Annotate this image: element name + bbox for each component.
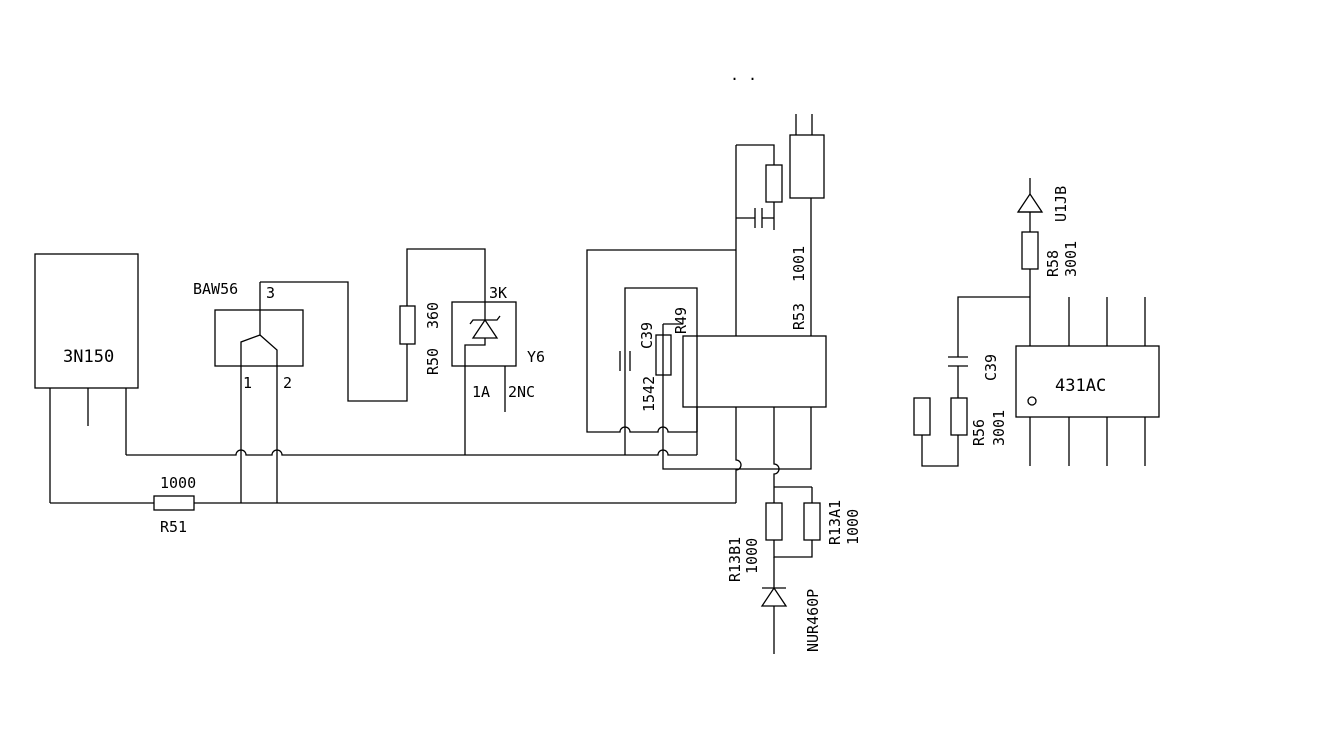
baw56-lead-left	[240, 334, 261, 503]
resistor-r56	[950, 397, 968, 436]
u1jb-label: U1JB	[1052, 186, 1070, 222]
wire-top-loop	[736, 144, 775, 165]
resistor-r13a1	[803, 502, 821, 541]
main-ic-body	[682, 335, 827, 408]
wire-r50-to-y6	[406, 248, 486, 306]
c39-right-label: C39	[982, 354, 1000, 381]
resistor-r51	[153, 495, 195, 511]
ic-3n150-body	[34, 253, 139, 389]
wire-r56-bottom	[921, 435, 959, 467]
resistor-top-small	[765, 164, 783, 203]
baw56-label: BAW56	[193, 280, 238, 298]
r50-name-label: R50	[424, 348, 442, 375]
wire-middle-bus	[126, 449, 697, 456]
r13a1-name-label: R13A1	[826, 500, 844, 545]
r53-value-label: 1001	[790, 246, 808, 282]
value-1542-label: 1542	[640, 376, 658, 412]
u1jb-diode-symbol	[1016, 192, 1044, 213]
r53-name-label: R53	[790, 303, 808, 330]
y6-pin1-label: 1A	[472, 383, 490, 401]
r51-name-label: R51	[160, 518, 187, 536]
resistor-r53	[789, 134, 825, 199]
baw56-pin1-label: 1	[243, 374, 252, 392]
ic-bottom-pin-3	[773, 407, 780, 487]
baw56-body	[214, 309, 304, 367]
baw56-pin3-label: 3	[266, 284, 275, 302]
y6-pin2-label: 2NC	[508, 383, 535, 401]
y6-diode-bar	[469, 315, 501, 325]
ic-431ac-label: 431AC	[1055, 376, 1106, 396]
resistor-r49	[655, 334, 672, 376]
y6-body	[451, 301, 517, 367]
ic-bottom-pin-4	[662, 407, 812, 470]
resistor-r56-companion	[913, 397, 931, 436]
r51-value-label: 1000	[160, 474, 196, 492]
c39-left-label: C39	[638, 322, 656, 349]
r50-value-label: 360	[424, 302, 442, 329]
ic-bottom-pin-2	[735, 407, 742, 503]
nur460p-diode-symbol	[760, 586, 788, 607]
wire-outer-loop	[586, 249, 736, 433]
y6-diode-symbol	[471, 318, 499, 339]
r58-value-label: 3001	[1062, 241, 1080, 277]
resistor-r13b1	[765, 502, 783, 541]
r56-value-label: 3001	[990, 410, 1008, 446]
r56-name-label: R56	[970, 419, 988, 446]
wire-c39-r49-loop	[624, 287, 698, 455]
wire-r13-bottom	[773, 540, 813, 558]
baw56-pin2-label: 2	[283, 374, 292, 392]
r58-name-label: R58	[1044, 250, 1062, 277]
r49-label: R49	[672, 307, 690, 334]
resistor-r50	[399, 305, 416, 345]
r13b1-value-label: 1000	[743, 538, 761, 574]
r13b1-name-label: R13B1	[726, 537, 744, 582]
wire-baw56-to-r50	[260, 281, 408, 402]
y6-lead-bottom	[464, 338, 486, 455]
ic-3n150-label: 3N150	[63, 347, 114, 367]
baw56-lead-right	[259, 334, 278, 503]
r13a1-value-label: 1000	[844, 509, 862, 545]
y6-name-label: Y6	[527, 348, 545, 366]
y6-pin3-label: 3K	[489, 284, 507, 302]
ic-431ac-pin1-marker	[1027, 396, 1037, 406]
nur460p-label: NUR460P	[804, 589, 822, 652]
ic-431ac-body	[1015, 345, 1160, 418]
resistor-r58	[1021, 231, 1039, 270]
wire-to-c39-right	[957, 296, 1030, 357]
top-dots: . .	[730, 66, 757, 84]
